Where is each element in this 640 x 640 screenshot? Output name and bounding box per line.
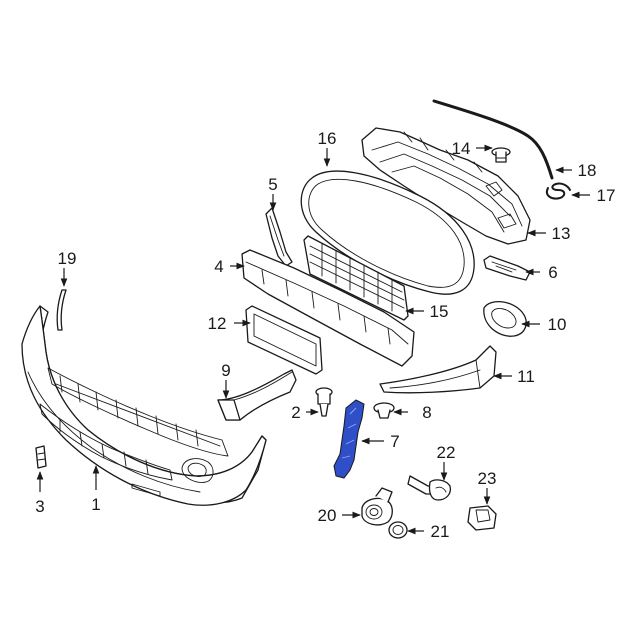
callout-2: 2 [291,403,300,422]
part-13-grille-housing[interactable] [361,127,531,245]
callout-1: 1 [91,495,100,514]
part-23-connector[interactable] [467,505,497,531]
part-11-side-trim[interactable] [379,345,497,394]
callout-7: 7 [390,432,399,451]
callout-10: 10 [548,315,567,334]
callout-11: 11 [517,367,535,386]
part-20-parking-sensor[interactable] [361,487,393,526]
part-21-sensor-ring[interactable] [388,521,408,539]
callout-8: 8 [422,403,431,422]
callout-5: 5 [268,175,277,194]
callout-23: 23 [478,469,497,488]
part-15-lower-grille[interactable] [303,235,409,321]
callout-3: 3 [35,497,44,516]
part-4-absorber[interactable] [241,249,415,367]
callout-labels: 1 2 3 4 5 6 7 8 9 10 11 12 13 14 15 16 1… [35,129,615,541]
leader-lines [36,144,590,535]
part-14-clip[interactable] [491,147,511,163]
part-1-bumper-cover[interactable] [21,305,267,506]
callout-6: 6 [548,263,557,282]
part-8-push-pin[interactable] [373,402,395,419]
callout-18: 18 [578,161,597,180]
part-3-clip[interactable] [35,445,47,469]
part-6-small-bracket[interactable] [483,255,531,281]
callout-20: 20 [318,506,337,525]
callout-22: 22 [437,443,456,462]
part-16-grille-surround[interactable] [300,170,475,295]
part-5-bracket[interactable] [265,207,293,267]
callout-19: 19 [58,249,77,268]
callout-15: 15 [430,302,449,321]
part-19-side-molding[interactable] [56,289,67,331]
callout-17: 17 [597,186,616,205]
part-7-highlighted-bracket[interactable] [333,399,365,479]
callout-4: 4 [214,257,223,276]
part-12-license-plate-bracket[interactable] [245,305,323,375]
part-17-spring-clip[interactable] [546,182,571,200]
part-10-fog-trim[interactable] [483,301,527,337]
callout-9: 9 [221,361,230,380]
callout-14: 14 [452,139,471,158]
part-9-air-duct[interactable] [217,369,297,421]
part-2-bolt[interactable] [315,387,333,417]
callout-12: 12 [208,314,227,333]
callout-13: 13 [552,224,571,243]
callout-21: 21 [431,522,450,541]
part-18-trim-wire[interactable] [432,99,554,180]
part-22-sensor[interactable] [407,475,452,501]
callout-16: 16 [318,129,337,148]
